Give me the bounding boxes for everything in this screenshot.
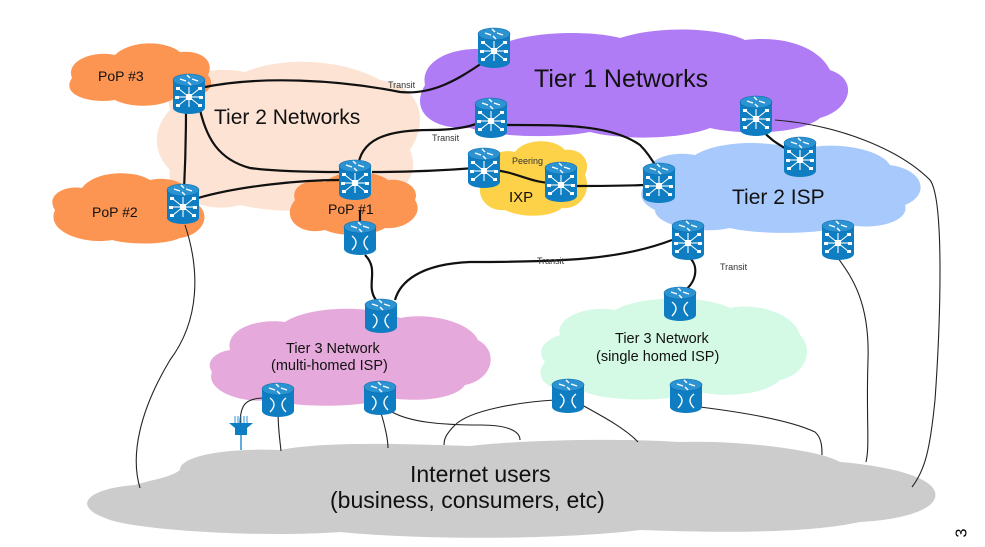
- link-pop3-pop1: [196, 99, 341, 174]
- users-label-1: Internet users: [410, 461, 551, 487]
- router-ixp-west[interactable]: [467, 147, 501, 189]
- switch-tier3multi-left[interactable]: [261, 382, 295, 418]
- transit-label-pop3-tier1: Transit: [388, 80, 416, 90]
- link-pop3-tier1: [199, 57, 491, 94]
- link-tier1-tier2isp: [504, 123, 659, 171]
- link-pop1-ixp: [371, 166, 476, 174]
- router-ixp-east[interactable]: [544, 161, 578, 203]
- router-tier1-mid[interactable]: [474, 97, 508, 139]
- switch-tier3multi-top[interactable]: [364, 298, 398, 334]
- router-pop1[interactable]: [338, 159, 372, 201]
- pop2-label: PoP #2: [92, 204, 138, 220]
- transit-label-t2isp-t3multi: Transit: [537, 256, 565, 266]
- tier3-single-label-2: (single homed ISP): [596, 349, 719, 365]
- link-tier2isp-tier3multi: [393, 238, 673, 301]
- pop2-cloud: [52, 173, 205, 244]
- router-tier2isp-east[interactable]: [821, 219, 855, 261]
- tier3-multi-label-2: (multi-homed ISP): [271, 358, 388, 374]
- link-pop2-pop1: [197, 178, 341, 200]
- router-tier2isp-west[interactable]: [642, 162, 676, 204]
- switch-tier3multi-right[interactable]: [363, 380, 397, 416]
- page-number: 3: [953, 528, 971, 538]
- tier2-isp-cloud: [641, 143, 921, 233]
- tier3-multi-label-1: Tier 3 Network: [286, 341, 380, 357]
- users-label-2: (business, consumers, etc): [330, 487, 605, 513]
- link-pop1switch-tier3multi: [364, 254, 377, 301]
- router-pop2[interactable]: [166, 183, 200, 225]
- tier3-single-label-1: Tier 3 Network: [615, 331, 709, 347]
- router-tier2isp-north[interactable]: [783, 136, 817, 178]
- pop1-cloud: [289, 172, 418, 236]
- router-pop3[interactable]: [172, 73, 206, 115]
- link-pop3-pop2: [182, 107, 188, 191]
- transit-label-t2isp-t3single: Transit: [720, 262, 748, 272]
- pop3-label: PoP #3: [98, 68, 144, 84]
- tier2-networks-label: Tier 2 Networks: [214, 106, 360, 129]
- link-ixp-tier2isp: [574, 183, 646, 188]
- tier2-isp-label: Tier 2 ISP: [732, 186, 825, 209]
- peering-label: Peering: [512, 156, 543, 166]
- ixp-label: IXP: [509, 189, 533, 206]
- internet-users-cloud: [87, 439, 936, 538]
- tier3-multi-cloud: [209, 308, 491, 406]
- router-tier1-top[interactable]: [477, 27, 511, 69]
- user-links: [135, 119, 941, 489]
- access-point-icon: [229, 416, 253, 450]
- switch-pop1[interactable]: [343, 220, 377, 256]
- router-tier2isp-south[interactable]: [671, 219, 705, 261]
- link-pop1-tier1: [356, 121, 481, 169]
- tier1-label: Tier 1 Networks: [534, 65, 708, 93]
- switch-tier3single-right[interactable]: [669, 378, 703, 414]
- switch-tier3single-top[interactable]: [663, 286, 697, 322]
- router-tier1-east[interactable]: [739, 95, 773, 137]
- switch-tier3single-left[interactable]: [551, 378, 585, 414]
- pop1-label: PoP #1: [328, 201, 374, 217]
- tier3-single-cloud: [540, 298, 808, 400]
- transit-label-tier2-tier1: Transit: [432, 133, 460, 143]
